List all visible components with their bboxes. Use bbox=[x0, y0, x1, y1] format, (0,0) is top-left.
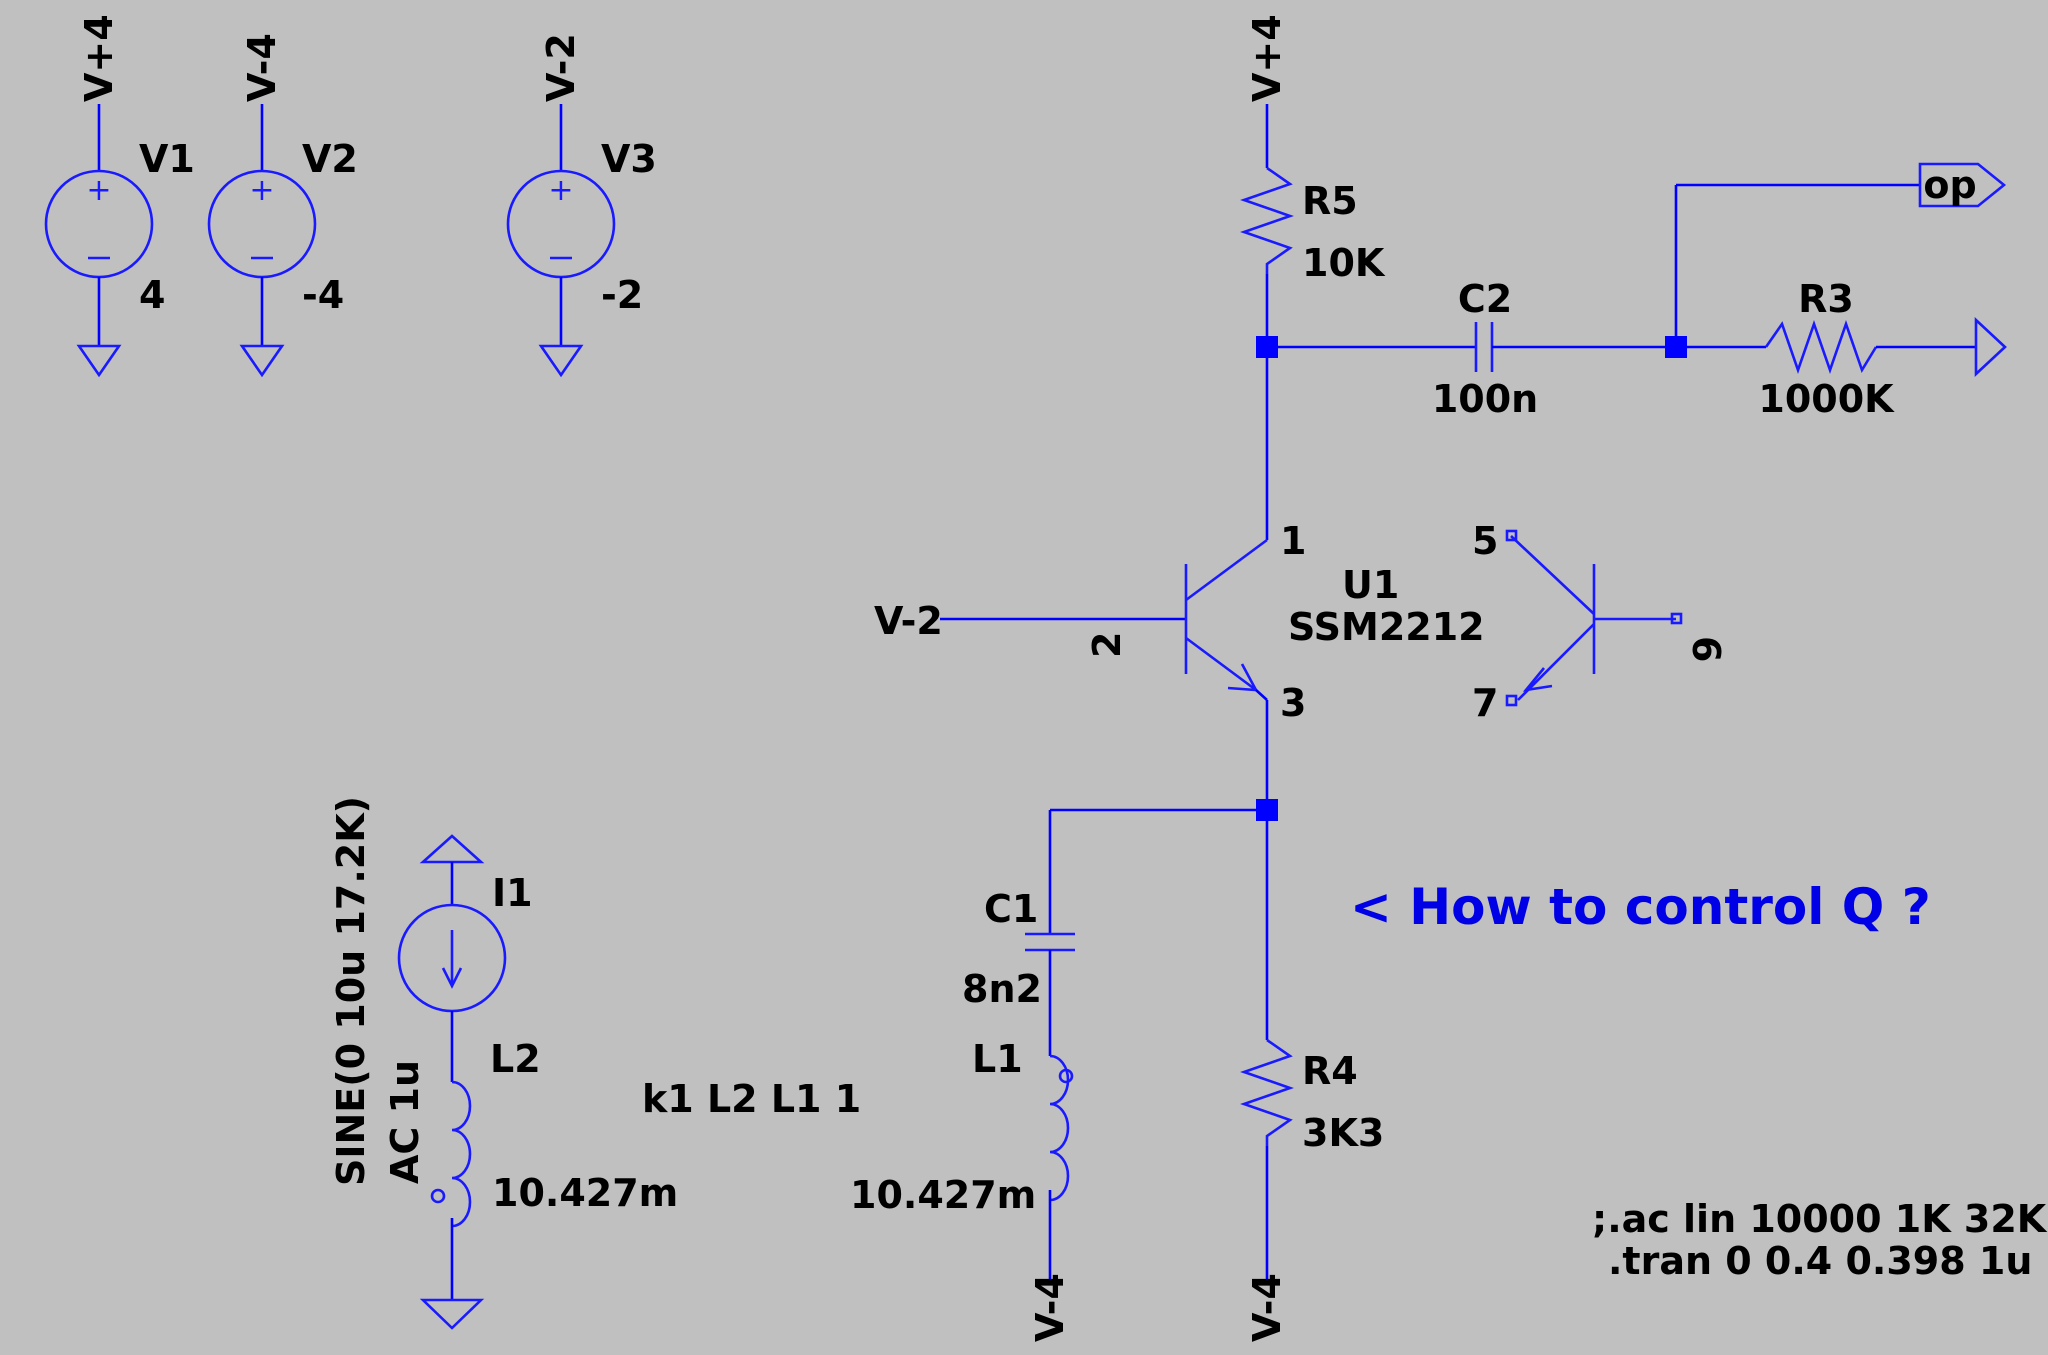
capacitor-c1[interactable]: C1 8n2 bbox=[962, 887, 1075, 1056]
collector-node-wires bbox=[1256, 336, 1476, 540]
r5-node-label: V+4 bbox=[1245, 14, 1289, 102]
pin5-label: 5 bbox=[1472, 519, 1498, 563]
v3-name: V3 bbox=[601, 137, 657, 181]
ground-icon bbox=[240, 344, 284, 377]
l1-node-label: V-4 bbox=[1028, 1273, 1072, 1342]
voltage-source-v3[interactable]: + V-2 V3 -2 bbox=[506, 33, 657, 377]
r5-name: R5 bbox=[1302, 179, 1358, 223]
voltage-source-v2[interactable]: + V-4 V2 -4 bbox=[207, 33, 358, 377]
ac-directive[interactable]: ;.ac lin 10000 1K 32K bbox=[1592, 1197, 2048, 1241]
v2-value: -4 bbox=[302, 273, 344, 317]
inductor-l1[interactable]: L1 10.427m V-4 bbox=[850, 1037, 1074, 1342]
output-port-op[interactable]: op bbox=[1918, 162, 2007, 208]
l2-name: L2 bbox=[490, 1037, 541, 1081]
i1-name: I1 bbox=[492, 871, 533, 915]
c2-name: C2 bbox=[1458, 277, 1512, 321]
ground-icon bbox=[1974, 317, 2007, 377]
ground-icon bbox=[539, 344, 583, 377]
v1-value: 4 bbox=[139, 273, 165, 317]
c1-name: C1 bbox=[984, 887, 1038, 931]
output-net bbox=[1665, 183, 1920, 358]
pin7-label: 7 bbox=[1472, 681, 1498, 725]
tran-directive[interactable]: .tran 0 0.4 0.398 1u bbox=[1608, 1239, 2032, 1283]
pin-emitter-label: 3 bbox=[1280, 681, 1306, 725]
v2-name: V2 bbox=[302, 137, 358, 181]
r4-node-label: V-4 bbox=[1245, 1273, 1289, 1342]
l1-value: 10.427m bbox=[850, 1173, 1036, 1217]
resistor-r5[interactable]: V+4 R5 10K bbox=[1240, 14, 1386, 346]
pin-collector-label: 1 bbox=[1280, 519, 1306, 563]
v3-node-label: V-2 bbox=[539, 33, 583, 102]
emitter-node-wires bbox=[1048, 799, 1278, 934]
c1-value: 8n2 bbox=[962, 967, 1042, 1011]
current-source-i1[interactable]: I1 SINE(0 10u 17.2K) AC 1u bbox=[329, 796, 533, 1186]
r3-value: 1000K bbox=[1758, 377, 1895, 421]
output-label: op bbox=[1923, 163, 1976, 207]
v1-node-label: V+4 bbox=[77, 14, 121, 102]
ground-icon bbox=[419, 834, 485, 864]
svg-text:+: + bbox=[548, 173, 573, 208]
u1-name: U1 bbox=[1342, 563, 1399, 607]
c2-value: 100n bbox=[1432, 377, 1538, 421]
coupling-directive[interactable]: k1 L2 L1 1 bbox=[642, 1077, 861, 1121]
capacitor-c2[interactable]: C2 100n bbox=[1432, 277, 1676, 421]
base-node-label: V-2 bbox=[874, 599, 943, 643]
i1-spec-1: SINE(0 10u 17.2K) bbox=[329, 796, 373, 1186]
l2-value: 10.427m bbox=[492, 1171, 678, 1215]
ground-icon bbox=[77, 344, 121, 377]
r5-value: 10K bbox=[1302, 241, 1386, 285]
r4-name: R4 bbox=[1302, 1049, 1358, 1093]
pin-base-label: 2 bbox=[1085, 632, 1129, 658]
l1-name: L1 bbox=[972, 1037, 1023, 1081]
svg-text:+: + bbox=[86, 173, 111, 208]
junction-dot bbox=[1256, 336, 1278, 358]
resistor-r4[interactable]: R4 3K3 V-4 bbox=[1240, 810, 1384, 1342]
v3-value: -2 bbox=[601, 273, 643, 317]
svg-text:+: + bbox=[249, 173, 274, 208]
r4-value: 3K3 bbox=[1302, 1111, 1384, 1155]
transistor-u1[interactable]: V-2 1 2 3 U1 SSM2212 5 6 7 bbox=[874, 519, 1728, 810]
r3-name: R3 bbox=[1798, 277, 1854, 321]
i1-spec-2: AC 1u bbox=[383, 1060, 427, 1184]
v1-name: V1 bbox=[139, 137, 195, 181]
voltage-source-v1[interactable]: + V+4 V1 4 bbox=[44, 14, 195, 377]
comment-text[interactable]: < How to control Q ? bbox=[1350, 878, 1931, 936]
ground-icon bbox=[419, 1298, 485, 1330]
inductor-l2[interactable]: L2 10.427m bbox=[419, 1037, 678, 1330]
pin6-label: 6 bbox=[1684, 636, 1728, 662]
resistor-r3[interactable]: R3 1000K bbox=[1676, 277, 2007, 421]
v2-node-label: V-4 bbox=[240, 33, 284, 102]
u1-part: SSM2212 bbox=[1288, 605, 1485, 649]
